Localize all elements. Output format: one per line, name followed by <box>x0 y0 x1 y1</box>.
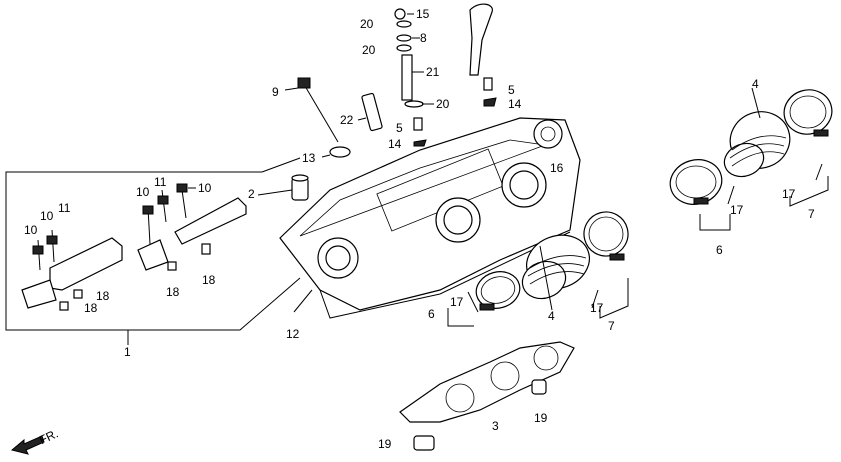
bolts-17 <box>467 163 823 313</box>
callout-8: 8 <box>420 31 427 45</box>
callout-11: 11 <box>58 201 71 215</box>
callout-5: 5 <box>396 121 403 135</box>
callout-10: 10 <box>198 181 212 195</box>
callout-1: 1 <box>124 345 131 359</box>
callout-7: 7 <box>608 319 615 333</box>
part-22-sensor <box>357 92 383 132</box>
part-2-dowel <box>257 174 309 201</box>
callout-14: 14 <box>388 137 402 151</box>
callout-14: 14 <box>508 97 522 111</box>
clamp-7-upper <box>783 89 833 137</box>
callout-4: 4 <box>548 309 555 323</box>
part-5-fittings <box>413 3 497 147</box>
callout-22: 22 <box>340 113 354 127</box>
cylinder-head <box>279 117 581 319</box>
callout-3: 3 <box>492 419 499 433</box>
part-16-ring <box>533 119 563 149</box>
front-direction-arrow: FR. <box>10 426 60 455</box>
callout-18: 18 <box>202 273 216 287</box>
callout-20: 20 <box>362 43 376 57</box>
callout-18: 18 <box>84 301 98 315</box>
intake-insulator-lower <box>521 234 590 300</box>
callout-17: 17 <box>782 187 796 201</box>
callout-17: 17 <box>590 301 604 315</box>
callout-5: 5 <box>508 83 515 97</box>
callout-20: 20 <box>436 97 450 111</box>
group-brackets <box>447 87 829 327</box>
clamp-7-lower <box>583 211 629 261</box>
callout-10: 10 <box>136 185 150 199</box>
direction-label: FR. <box>37 426 60 447</box>
callout-19: 19 <box>534 411 548 425</box>
rocker-arm-left <box>21 229 123 311</box>
part-21-tube <box>394 8 434 108</box>
callout-6: 6 <box>428 307 435 321</box>
rocker-arm-middle <box>137 189 247 271</box>
callout-16: 16 <box>550 161 564 175</box>
callout-21: 21 <box>426 65 440 79</box>
callout-9: 9 <box>272 85 279 99</box>
callout-15: 15 <box>416 7 430 21</box>
callout-10: 10 <box>40 209 54 223</box>
clamp-6-lower <box>475 271 521 311</box>
callout-4: 4 <box>752 77 759 91</box>
dowels-19 <box>413 379 547 451</box>
part-9-bolt <box>284 77 339 143</box>
callout-18: 18 <box>166 285 180 299</box>
clamp-6-upper <box>669 159 723 205</box>
callout-17: 17 <box>450 295 464 309</box>
callout-18: 18 <box>96 289 110 303</box>
callout-19: 19 <box>378 437 392 451</box>
part-12-stud <box>293 289 313 313</box>
rocker-arm-right-bolt <box>176 183 211 255</box>
part-13-washer <box>321 146 351 158</box>
callout-12: 12 <box>286 327 300 341</box>
gasket-3 <box>399 341 575 423</box>
callout-labels: 1 2 3 4 4 5 5 6 6 7 7 8 9 10 10 10 10 11… <box>24 7 815 451</box>
callout-2: 2 <box>248 187 255 201</box>
callout-7: 7 <box>808 207 815 221</box>
callout-10: 10 <box>24 223 38 237</box>
callout-11: 11 <box>154 175 167 189</box>
intake-insulator-upper <box>723 111 791 178</box>
callout-17: 17 <box>730 203 744 217</box>
group-1-bracket <box>5 157 301 345</box>
callout-6: 6 <box>716 243 723 257</box>
callout-13: 13 <box>302 151 316 165</box>
callout-20: 20 <box>360 17 374 31</box>
